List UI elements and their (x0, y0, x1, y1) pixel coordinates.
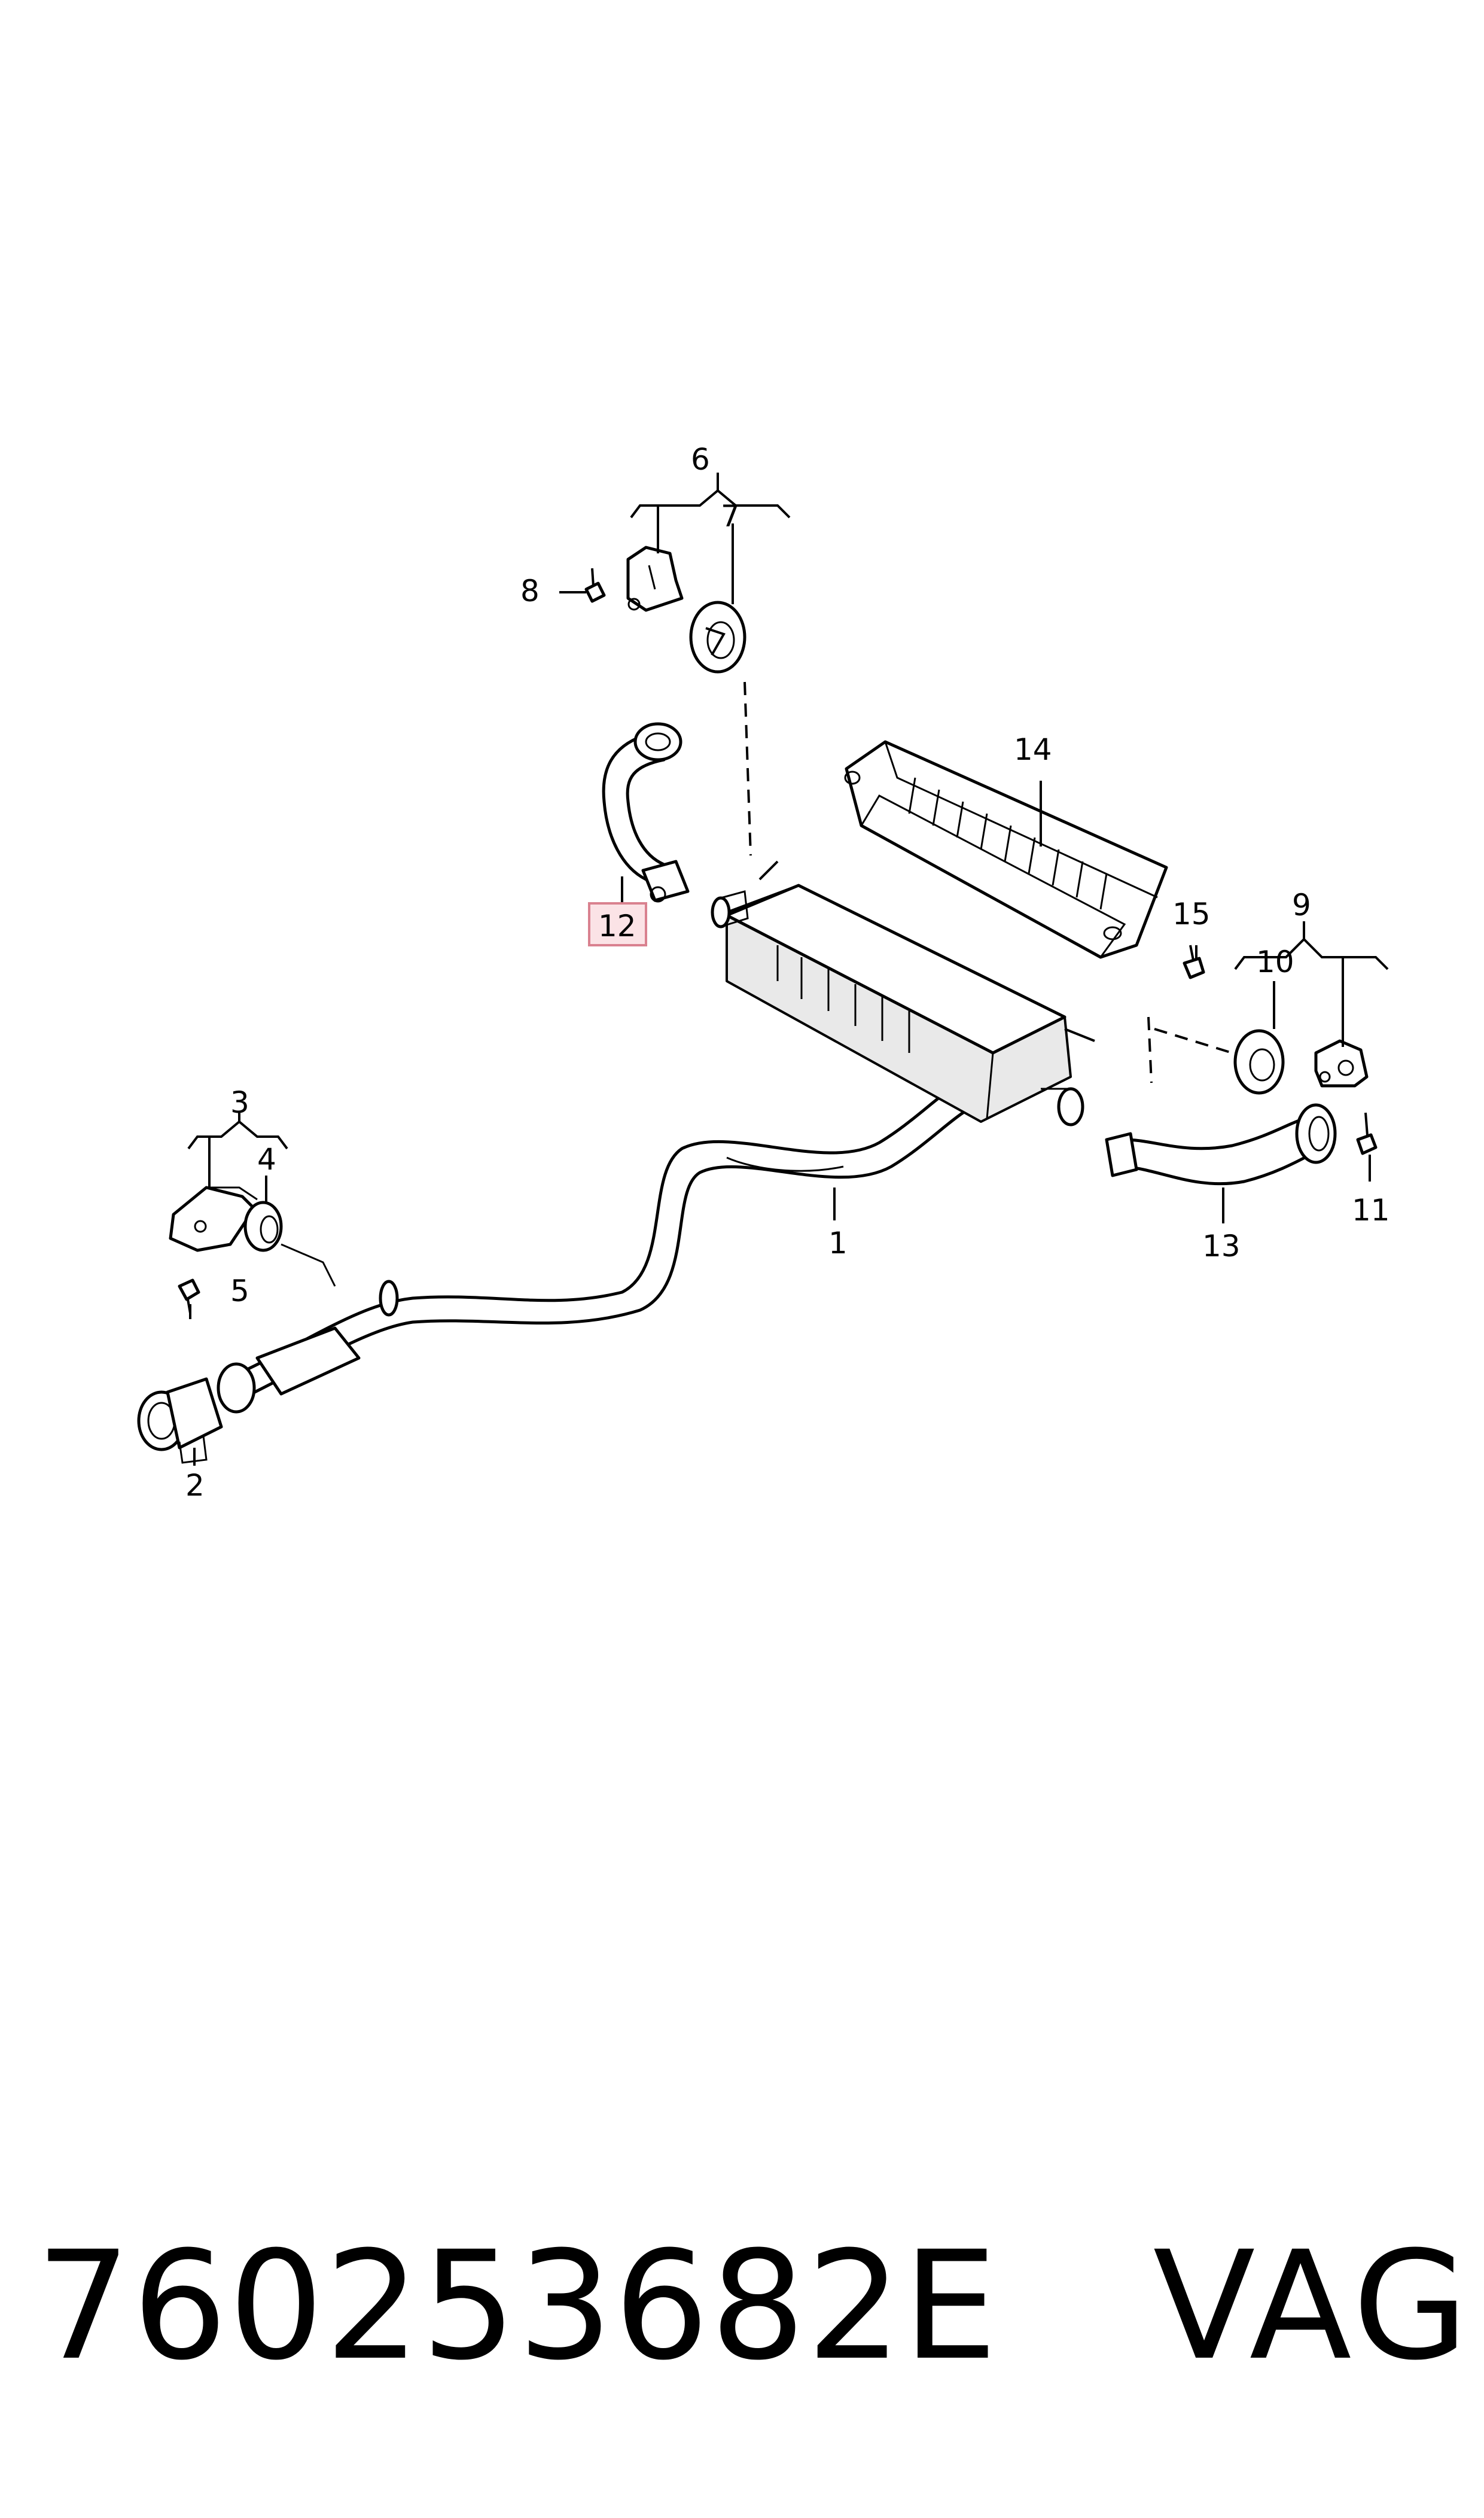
bolt-15 (1183, 945, 1205, 979)
bolt-8 (584, 568, 606, 603)
leader-lines (187, 473, 1389, 1466)
rear-hanger-bracket (1314, 1039, 1369, 1088)
callout-15: 15 (1172, 897, 1211, 931)
callout-3: 3 (230, 1085, 249, 1120)
brand-label: VAG (1153, 2219, 1472, 2393)
callout-14: 14 (1014, 732, 1052, 767)
callout-highlight-box (588, 902, 647, 946)
callout-10: 10 (1256, 945, 1294, 979)
front-rubber-mount-7 (689, 601, 746, 674)
callout-7: 7 (721, 499, 740, 534)
callout-13: 13 (1202, 1229, 1241, 1263)
front-exhaust-pipe (217, 1087, 965, 1414)
callout-4: 4 (257, 1142, 276, 1177)
footer: 760253682E VAG (0, 2208, 1484, 2405)
front-pipe-clamp (137, 1377, 223, 1464)
callout-11: 11 (1352, 1193, 1390, 1228)
callout-12: 12 (598, 909, 636, 943)
part-number: 760253682E (36, 2219, 999, 2393)
callout-5: 5 (230, 1274, 249, 1308)
front-rubber-mount (243, 1201, 336, 1287)
tailpipe-13 (1105, 1103, 1337, 1186)
callout-2: 2 (185, 1468, 205, 1503)
assembly-guide-lines (743, 681, 1233, 1083)
callout-1: 1 (828, 1226, 848, 1260)
callout-8: 8 (520, 574, 540, 608)
bolt-11 (1356, 1112, 1378, 1155)
heat-shield (844, 740, 1168, 959)
front-hanger-bracket (626, 546, 684, 612)
front-bracket (169, 1186, 258, 1252)
callout-6: 6 (691, 442, 710, 477)
connecting-pipe-12 (602, 722, 690, 903)
callout-9: 9 (1292, 888, 1311, 922)
rear-silencer (711, 860, 1095, 1126)
rear-rubber-mount-10 (1233, 1029, 1285, 1095)
